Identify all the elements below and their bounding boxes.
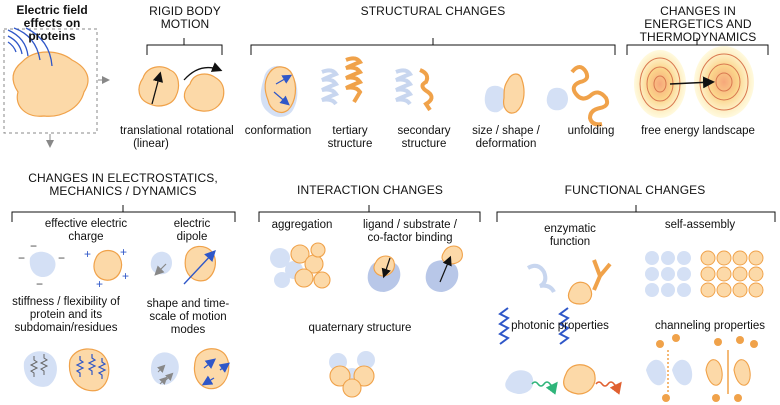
svg-text:−: −: [36, 277, 43, 291]
label-tertiary: tertiary structure: [327, 125, 373, 150]
label-free-energy-landscape: free energy landscape: [641, 125, 755, 137]
size-protein-icon: [503, 73, 525, 114]
motion-protein-icon: [193, 348, 230, 390]
bracket-functional: [496, 205, 776, 222]
channel-closed-icon: [646, 334, 693, 402]
rotational-protein-icon: [183, 73, 225, 112]
header-electrostatics: CHANGES IN ELECTROSTATICS, MECHANICS / D…: [28, 171, 218, 198]
landscape-transition-arrow-icon: [669, 76, 715, 89]
label-electric-dipole: electric dipole: [173, 218, 211, 243]
self-assembly-orange-lattice-icon: [700, 250, 764, 298]
photonic-protein-blue-icon: [505, 370, 534, 394]
channel-open-icon: [705, 336, 758, 402]
label-unfolding: unfolding: [567, 125, 615, 137]
secondary-coil-orange-icon: [419, 68, 434, 112]
electrostatics-graphics: −−−− ++++: [18, 239, 231, 392]
label-stiffness: stiffness / flexibility of protein and i…: [12, 296, 120, 334]
label-rotational: rotational: [186, 125, 234, 137]
header-rigid-body: RIGID BODY MOTION: [149, 4, 221, 31]
binding-ligand-icon: [373, 255, 395, 277]
unfolding-shadow-icon: [546, 87, 568, 111]
svg-text:−: −: [58, 251, 65, 265]
intro-title: Electric field effects on proteins: [16, 3, 88, 43]
energy-landscape-graphics: [634, 46, 754, 118]
header-structural: STRUCTURAL CHANGES: [360, 4, 506, 18]
label-aggregation: aggregation: [271, 219, 333, 231]
binding-ligand-2-icon: [441, 245, 463, 265]
header-functional: FUNCTIONAL CHANGES: [564, 183, 706, 197]
label-quaternary: quaternary structure: [308, 322, 412, 334]
bracket-electrostatics: [11, 205, 236, 222]
stiffness-protein-icon: [68, 348, 110, 392]
photonic-incoming-wave-1-icon: [498, 307, 510, 345]
size-shadow-icon: [484, 85, 507, 113]
motion-shadow-icon: [150, 352, 179, 385]
translational-protein-icon: [138, 66, 180, 107]
secondary-helix-blue-icon: [395, 68, 414, 106]
tertiary-helix-blue-icon: [321, 68, 340, 106]
protein-blob-icon: [12, 51, 89, 117]
svg-text:+: +: [120, 245, 127, 259]
enzyme-y-shape-icon: [592, 259, 612, 291]
dipole-shadow-icon: [150, 251, 172, 275]
self-assembly-blue-lattice-icon: [645, 251, 691, 297]
functional-graphics: [498, 250, 764, 402]
label-enzymatic: enzymatic function: [544, 223, 596, 248]
bracket-interaction: [258, 205, 481, 222]
quaternary-complex-icon: [329, 365, 375, 398]
unfolding-chain-icon: [570, 65, 610, 127]
charge-shadow-protein-icon: [29, 251, 56, 278]
label-conformation: conformation: [244, 125, 312, 137]
header-energetics: CHANGES IN ENERGETICS AND THERMODYNAMICS: [639, 4, 757, 44]
rotation-arrow-icon: [183, 62, 223, 81]
structural-graphics: [260, 56, 610, 127]
charge-protein-icon: [93, 249, 123, 281]
tertiary-helix-orange-icon: [345, 56, 364, 104]
label-effective-charge: effective electric charge: [44, 218, 128, 243]
field-waves-icon: [7, 27, 53, 67]
dipole-arrow-icon: [183, 249, 216, 285]
dipole-protein-icon: [184, 245, 216, 282]
svg-text:+: +: [122, 269, 129, 283]
energy-well-left-icon: [634, 50, 686, 118]
svg-text:−: −: [18, 251, 25, 265]
label-ligand-binding: ligand / substrate / co-factor binding: [363, 219, 457, 244]
svg-text:−: −: [30, 239, 37, 253]
svg-text:+: +: [96, 277, 103, 291]
bracket-structural: [250, 38, 616, 55]
photonic-emission-red-icon: [595, 381, 622, 395]
intro-dashed-box: [3, 28, 98, 134]
header-interaction: INTERACTION CHANGES: [297, 183, 443, 197]
bracket-rigid: [146, 38, 223, 55]
section-brackets: [11, 38, 776, 222]
label-motion-modes: shape and time-scale of motion modes: [146, 298, 230, 336]
photonic-protein-orange-icon: [563, 364, 596, 395]
label-channeling: channeling properties: [655, 320, 765, 332]
label-self-assembly: self-assembly: [664, 219, 736, 231]
photonic-emission-green-icon: [531, 381, 558, 395]
translation-arrow-icon: [151, 71, 164, 105]
enzyme-chain-blue-icon: [526, 263, 556, 294]
energy-well-right-icon: [694, 46, 754, 118]
svg-text:+: +: [84, 247, 91, 261]
aggregate-cluster-icon: [290, 242, 331, 289]
label-size-shape: size / shape / deformation: [472, 125, 540, 150]
bracket-energetics: [626, 38, 769, 55]
conformation-protein-icon: [264, 66, 297, 113]
enzyme-substrate-icon: [567, 281, 593, 305]
intro-panel: [3, 27, 110, 148]
label-secondary: secondary structure: [397, 125, 451, 150]
label-photonic: photonic properties: [511, 320, 609, 332]
interaction-graphics: [270, 242, 463, 398]
photonic-incoming-wave-2-icon: [558, 307, 570, 345]
label-translational: translational (linear): [119, 125, 182, 150]
rigid-body-graphics: [138, 62, 225, 112]
